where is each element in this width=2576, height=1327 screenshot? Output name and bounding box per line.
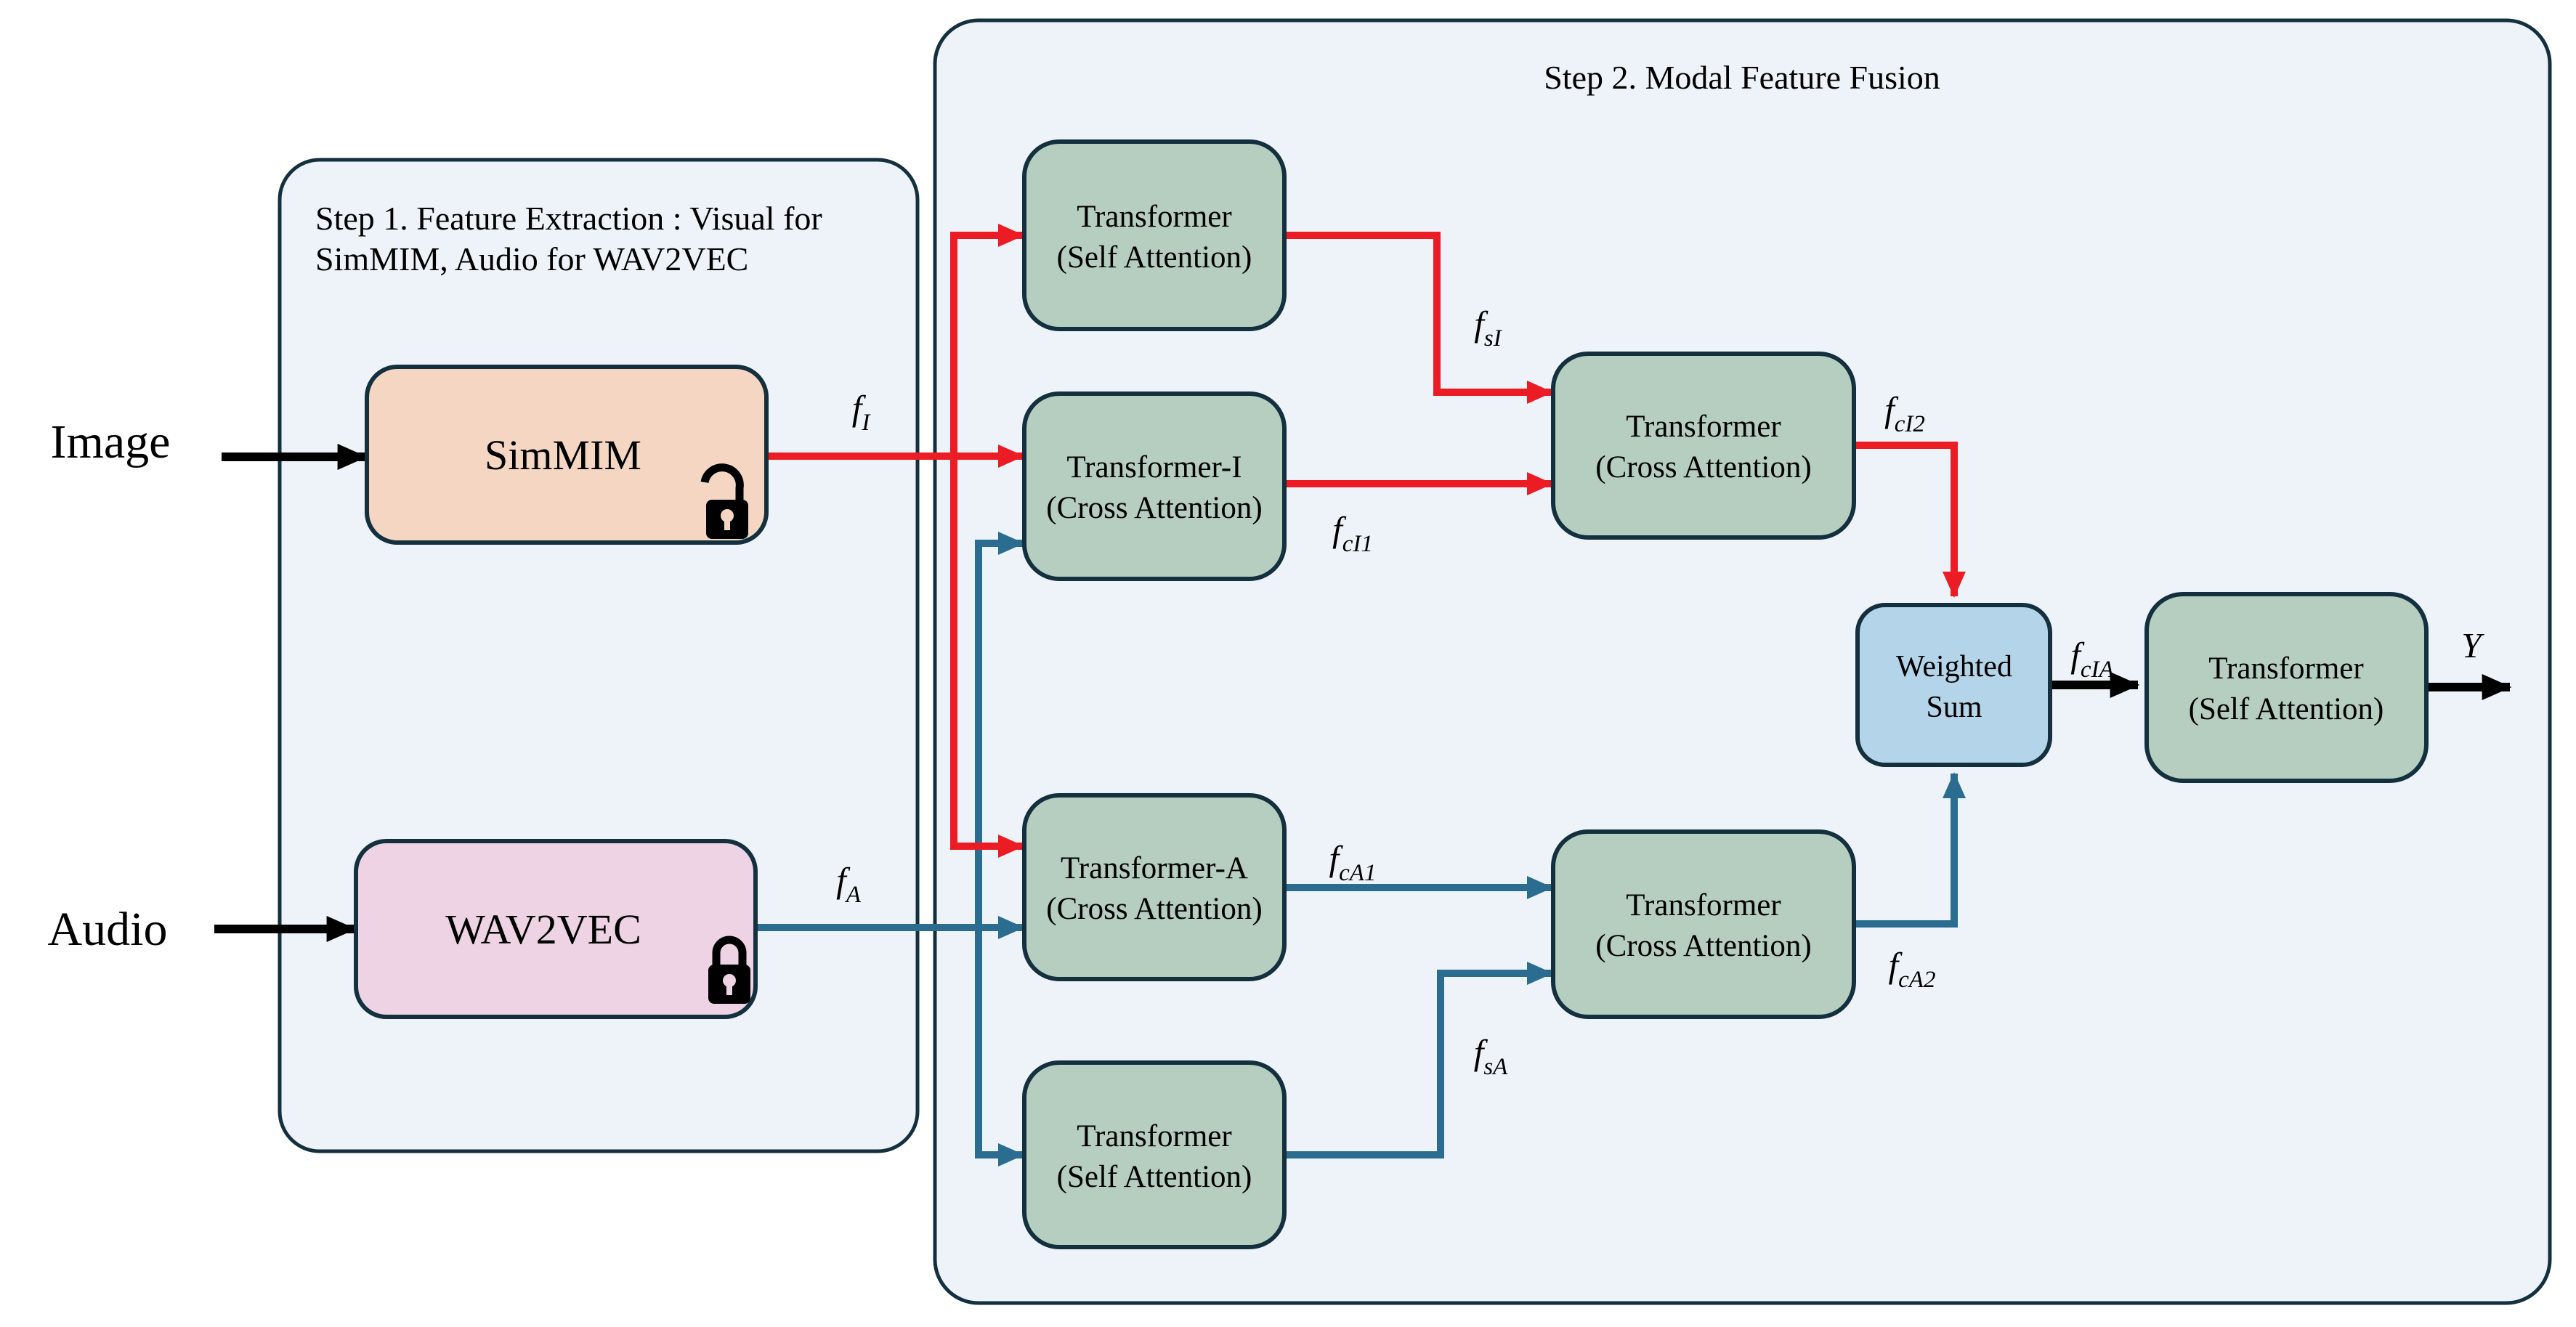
cross-attn-image-line2: (Cross Attention) [1046,491,1262,525]
image-input-label: Image [51,415,171,468]
fuse-cross-audio-box: Transformer (Cross Attention) [1551,829,1856,1019]
fuse-cross-audio-line1: Transformer [1626,888,1781,922]
self-attn-audio-line1: Transformer [1077,1119,1231,1153]
wav2vec-label: WAV2VEC [445,906,641,953]
weighted-sum-line1: Weighted [1896,650,2012,683]
final-self-attn-line2: (Self Attention) [2189,692,2384,726]
edge-fA-branch-down [975,928,1024,1166]
step1-title-line2: SimMIM, Audio for WAV2VEC [315,240,748,277]
edge-fI-branch-down [950,456,1024,858]
cross-attn-audio-box: Transformer-A (Cross Attention) [1022,793,1287,981]
unlock-icon [700,463,748,539]
audio-feature-paths [756,531,1966,1166]
weighted-sum-box: Weighted Sum [1855,603,2052,767]
edge-fcI2 [1854,442,1967,598]
step2-title: Step 2. Modal Feature Fusion [1544,59,1940,96]
step1-title-line1: Step 1. Feature Extraction : Visual for [315,200,822,237]
final-self-attn-box: Transformer (Self Attention) [2144,592,2429,783]
wav2vec-box-rect [354,839,758,1019]
cross-attn-audio-line2: (Cross Attention) [1046,892,1262,926]
edge-fsI [1284,232,1553,404]
cross-attn-image-line1: Transformer-I [1066,450,1242,484]
step2-panel: Step 2. Modal Feature Fusion [933,18,2552,1305]
weighted-sum-line2: Sum [1926,691,1982,724]
fuse-cross-audio-line2: (Cross Attention) [1595,929,1811,963]
self-attn-audio-line2: (Self Attention) [1057,1160,1252,1194]
edge-label-Y: Y [2461,625,2484,665]
cross-attn-image-rect [1022,391,1287,581]
simmim-box-rect [365,365,769,545]
audio-input-label: Audio [48,903,168,956]
self-attn-image-rect [1022,139,1287,331]
fuse-cross-audio-rect [1551,829,1856,1019]
edge-fsA [1284,961,1553,1158]
edge-fcA2 [1854,772,1966,928]
self-attn-image-line1: Transformer [1077,200,1231,234]
cross-attn-image-box: Transformer-I (Cross Attention) [1022,391,1287,581]
edge-fA-branch-up [975,531,1024,928]
simmim-label: SimMIM [485,431,641,479]
self-attn-audio-box: Transformer (Self Attention) [1022,1060,1287,1249]
wav2vec-box: WAV2VEC [354,839,758,1019]
cross-attn-audio-line1: Transformer-A [1061,851,1248,885]
weighted-sum-rect [1855,603,2052,767]
simmim-box: SimMIM [365,365,769,545]
edge-fI-branch-up [950,223,1024,456]
self-attn-image-box: Transformer (Self Attention) [1022,139,1287,331]
fuse-cross-image-rect [1551,352,1856,540]
cross-attn-audio-rect [1022,793,1287,981]
fuse-cross-image-line2: (Cross Attention) [1595,450,1811,484]
final-self-attn-rect [2144,592,2429,783]
step2-panel-rect [933,18,2552,1305]
edge-label-fcA1: fcA1 [1329,838,1377,886]
self-attn-audio-rect [1022,1060,1287,1249]
fuse-cross-image-box: Transformer (Cross Attention) [1551,352,1856,540]
image-feature-paths [763,223,1967,858]
fuse-cross-image-line1: Transformer [1626,410,1781,444]
self-attn-image-line2: (Self Attention) [1057,240,1252,275]
final-self-attn-line1: Transformer [2208,652,2363,686]
lock-icon [708,936,750,1004]
edge-label-fcI1: fcI1 [1332,509,1373,557]
